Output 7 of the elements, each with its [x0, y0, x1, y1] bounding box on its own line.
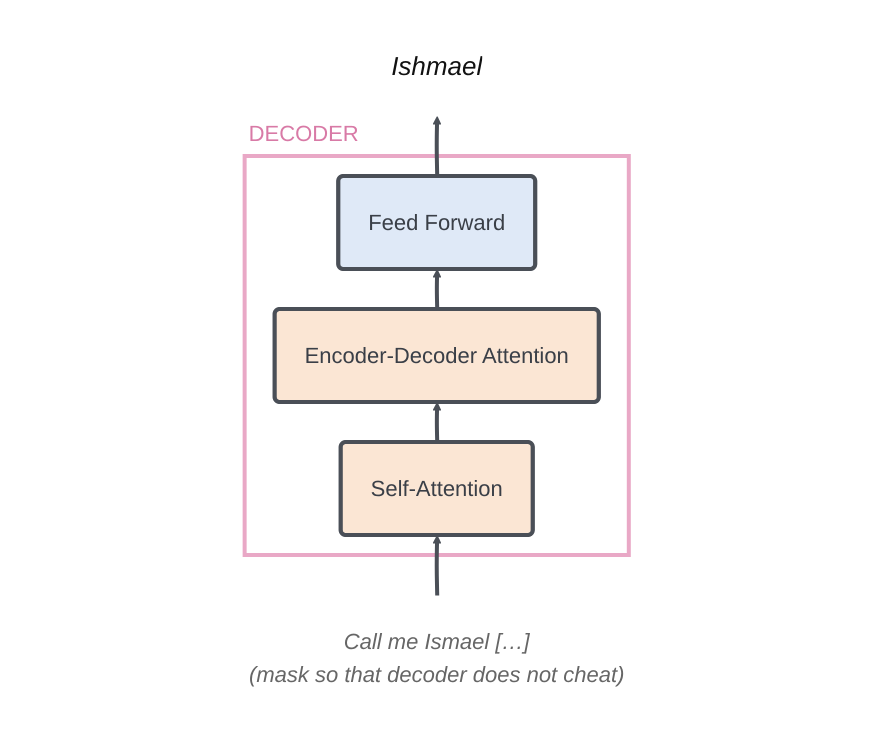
arrow [432, 402, 442, 443]
arrow [432, 116, 442, 177]
arrow [432, 535, 442, 596]
node-label: DECODER [248, 121, 359, 146]
cluster [242, 154, 632, 557]
node-text: Call me Ismael […] (mask so that decoder does not cheat) [249, 629, 625, 687]
arrow [432, 269, 442, 310]
